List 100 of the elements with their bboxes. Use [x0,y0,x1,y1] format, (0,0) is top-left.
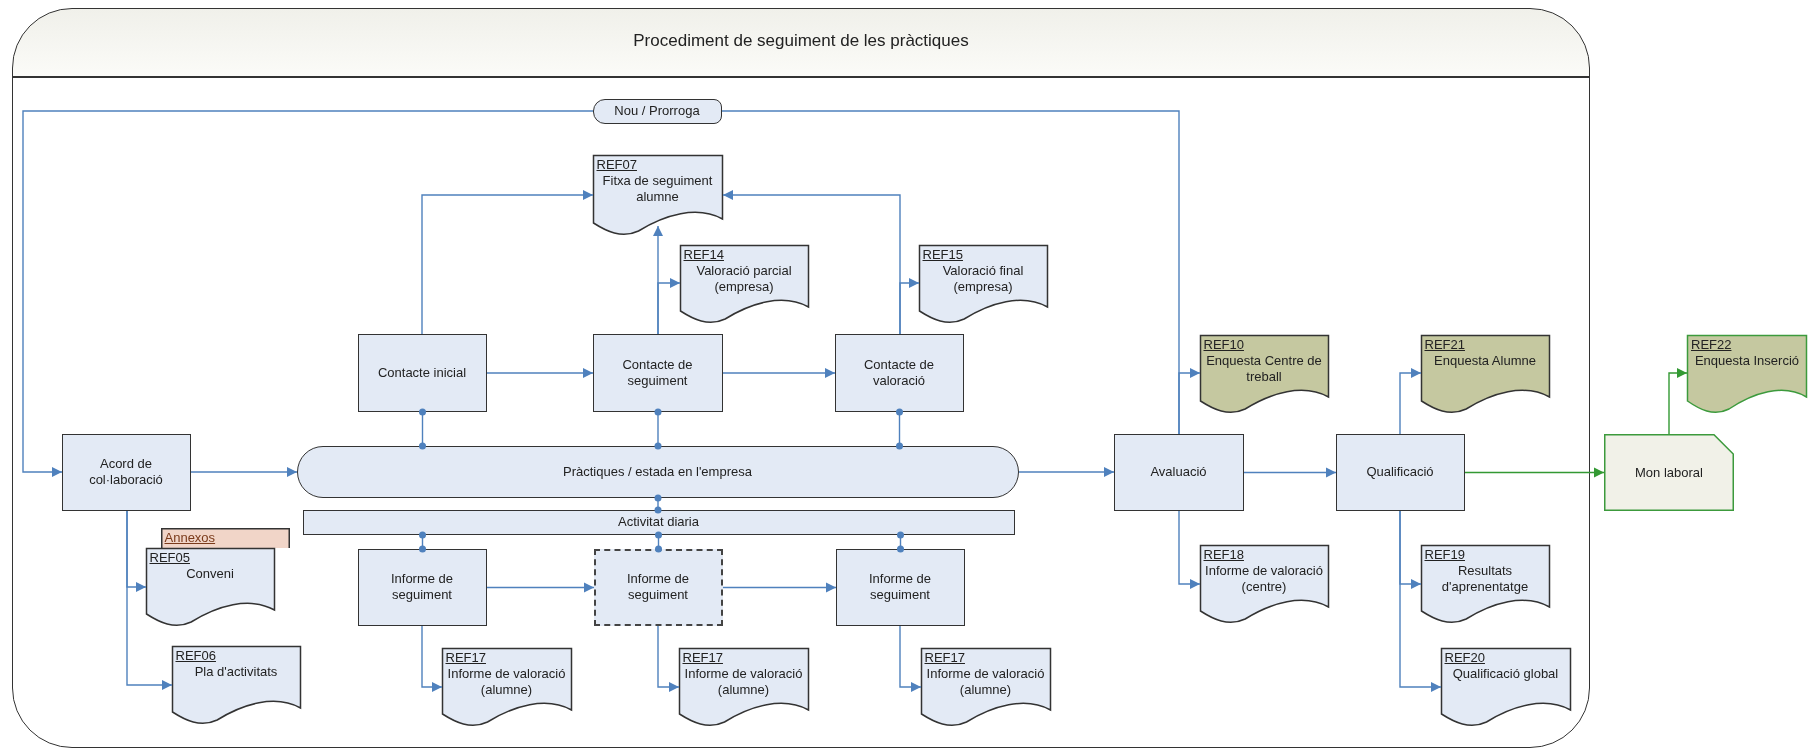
step-label: Nou / Prorroga [613,103,701,119]
survey-document-shape [1687,335,1807,413]
terminator-shape [296,445,1019,498]
arrow [1018,467,1115,477]
reference-code: REF14 [683,246,724,263]
terminator-shape [592,98,722,124]
connector [897,531,904,553]
document-title: Informe de valoració (alumne) [683,665,804,698]
arrow [1243,467,1337,478]
arrow [1464,467,1605,478]
document-shape [145,547,275,626]
reference-code: REF19 [1424,546,1465,563]
step-label: Qualificació [1365,464,1435,480]
arrow [722,368,836,378]
document-shape [679,244,809,323]
document-title: Informe de valoració (alumne) [925,665,1046,698]
document-title: Qualificació global [1451,665,1560,682]
document-shape [171,645,301,724]
reference-code: REF17 [682,649,723,666]
reference-code: REF10 [1203,336,1244,353]
step-label: Acord de col·laboració [88,456,164,488]
document-title: Valoració parcial (empresa) [695,262,793,295]
survey-document-shape [1199,334,1329,413]
reference-code: REF20 [1444,649,1485,666]
reference-code: REF21 [1424,336,1465,353]
arrow [486,582,595,593]
arrow [1668,368,1688,435]
arrow [657,625,680,692]
arrow [1399,368,1422,435]
step-label: Contacte de seguiment [621,356,694,389]
reference-code: REF22 [1691,337,1732,353]
process-box [835,548,965,626]
document-shape [918,244,1048,323]
process-box [1113,433,1244,511]
connector [419,408,426,450]
step-label: Pràctiques / estada en l'empresa [562,463,753,480]
survey-document-shape [1420,334,1550,413]
lane-title: Procediment de seguiment de les pràctiques [632,31,970,51]
arrow [421,190,594,335]
reference-code: REF07 [596,156,637,173]
document-title: Enquesta Centre de treball [1205,352,1323,385]
process-box [1335,433,1465,511]
document-title: Conveni [185,565,235,582]
arrow [421,625,443,692]
arrow [1178,510,1201,589]
step-label: Contacte de valoració [862,356,936,389]
annex-document-shape [160,527,290,548]
process-box [834,333,964,412]
document-title: Enquesta Alumne [1433,352,1537,369]
connector [654,408,662,450]
connector [896,408,903,450]
arrow [486,368,594,378]
step-label: Informe de seguiment [389,571,455,603]
arrow [899,625,922,692]
document-shape [1420,544,1550,623]
connector [655,531,662,553]
swimlane-frame [12,8,1590,748]
arrow [1178,368,1201,435]
document-title: Informe de valoració (alumne) [446,665,567,698]
process-box [592,333,723,412]
reference-code: Annexos [164,529,216,546]
reference-code: REF17 [445,649,486,666]
card-shape [1604,434,1734,511]
reference-code: REF17 [924,649,965,666]
document-shape [1440,647,1571,726]
arrow [190,467,298,477]
step-label: Informe de seguiment [867,571,933,603]
document-title: Valoració final (empresa) [941,262,1025,295]
document-shape [678,647,809,726]
process-box [61,433,191,511]
document-shape [441,647,572,726]
arrow [1399,510,1442,692]
arrow [657,278,681,335]
document-shape [592,154,723,235]
activity-bar [302,509,1015,535]
step-label: Mon laboral [1634,464,1704,481]
reference-code: REF15 [922,246,963,263]
step-label: Avaluació [1149,464,1208,480]
step-label: Activitat diaria [617,514,700,530]
document-title: Enquesta Inserció [1693,353,1801,369]
process-box [357,333,487,412]
arrow [899,278,920,335]
connector [419,531,426,553]
reference-code: REF06 [175,647,216,664]
arrow [126,510,173,690]
reference-code: REF18 [1203,546,1244,563]
connector [654,494,662,514]
process-box [357,548,487,626]
document-title: Informe de valoració (centre) [1204,562,1324,595]
arrow [722,582,837,593]
document-shape [920,647,1051,726]
document-shape [1199,544,1329,623]
arrow [22,110,594,477]
step-label: Contacte inicial [376,364,468,381]
reference-code: REF05 [149,549,190,566]
document-title: Resultats d'aprenentatge [1440,562,1530,595]
document-title: Pla d'activitats [193,663,279,680]
document-title: Fitxa de seguiment alumne [601,172,714,205]
optional-process-box [593,548,723,626]
step-label: Informe de seguiment [625,571,691,603]
